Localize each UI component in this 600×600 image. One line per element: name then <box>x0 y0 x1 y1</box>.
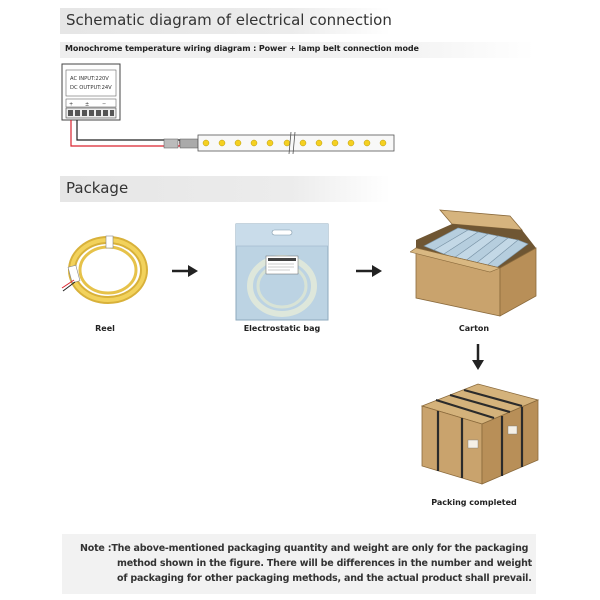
carton-caption: Carton <box>458 324 490 333</box>
wiring-subtitle-bar: Monochrome temperature wiring diagram : … <box>60 42 535 58</box>
note-line-3: of packaging for other packaging methods… <box>117 573 532 584</box>
arrow-right-icon <box>172 265 198 277</box>
wiring-section-header: Schematic diagram of electrical connecti… <box>60 8 392 34</box>
wiring-section-title: Schematic diagram of electrical connecti… <box>66 11 392 29</box>
electrostatic-bag-illustration <box>235 223 329 321</box>
reel-illustration <box>61 235 148 304</box>
wiring-subtitle: Monochrome temperature wiring diagram : … <box>65 44 419 53</box>
arrow-down-icon <box>472 344 484 370</box>
package-section-header: Package <box>60 176 390 202</box>
power-supply-unit: AC INPUT:220V DC OUTPUT:24V + ± − <box>61 63 121 121</box>
connection-wires <box>70 120 199 149</box>
sealed-carton-illustration <box>420 383 540 485</box>
reel-caption: Reel <box>95 324 115 333</box>
dc-output-label: DC OUTPUT:24V <box>70 85 112 91</box>
packing-completed-caption: Packing completed <box>431 498 517 507</box>
bag-caption: Electrostatic bag <box>243 324 321 333</box>
package-section-title: Package <box>66 179 129 197</box>
ac-input-label: AC INPUT:220V <box>70 76 109 82</box>
open-carton-illustration <box>410 209 537 317</box>
note-line-1: Note :The above-mentioned packaging quan… <box>80 543 529 554</box>
svg-text:−: − <box>102 102 106 108</box>
svg-text:+: + <box>69 102 73 108</box>
svg-text:±: ± <box>85 102 89 108</box>
arrow-right-icon <box>356 265 382 277</box>
led-strip <box>197 131 395 155</box>
wiring-diagram: AC INPUT:220V DC OUTPUT:24V + ± − <box>61 63 395 155</box>
note-line-2: method shown in the figure. There will b… <box>117 558 532 569</box>
note-panel: Note :The above-mentioned packaging quan… <box>62 534 536 594</box>
